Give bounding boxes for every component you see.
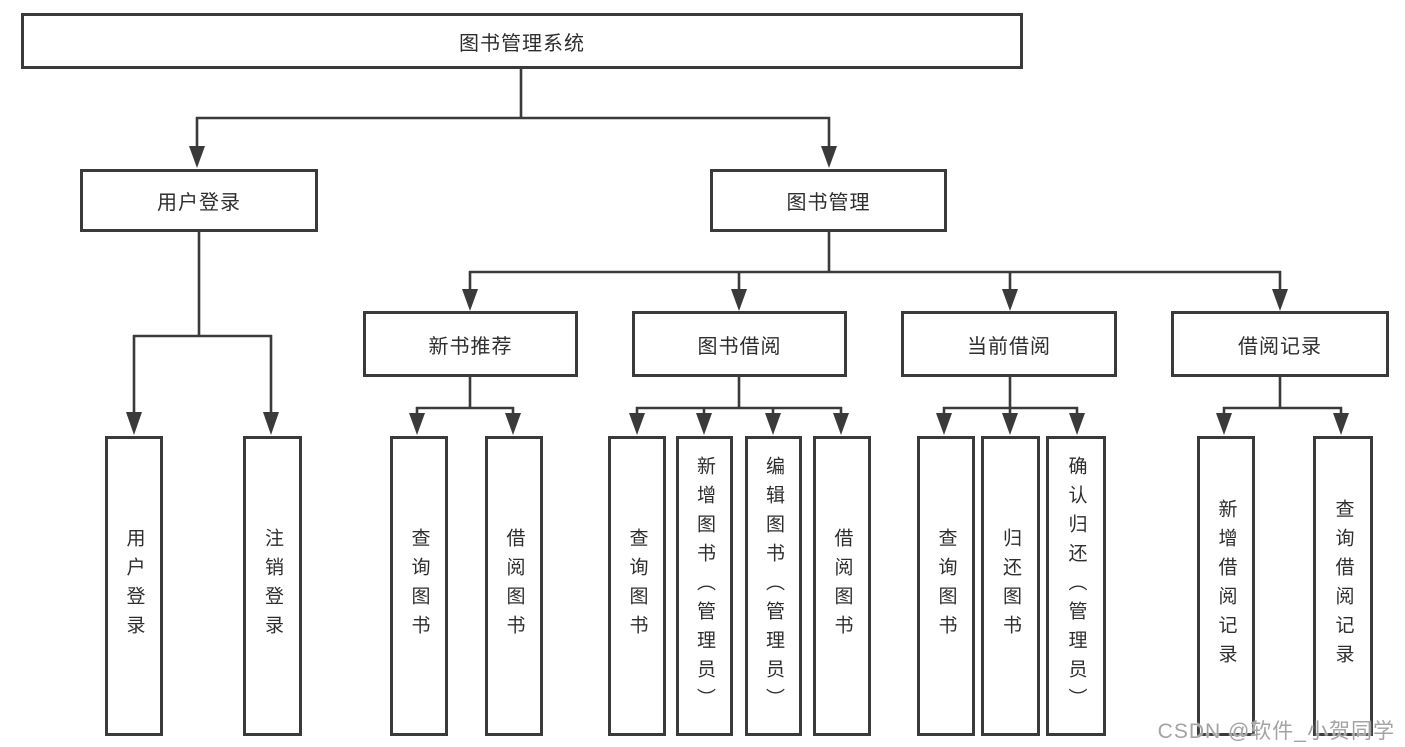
node-label: 查询图书 <box>408 528 430 644</box>
arrowhead <box>821 146 837 168</box>
leaf-bb-query-books: 查询图书 <box>608 436 666 736</box>
node-label: 借阅图书 <box>503 528 525 644</box>
arrowhead <box>765 413 781 435</box>
node-book-borrowing: 图书借阅 <box>632 311 847 377</box>
arrowhead <box>1002 413 1018 435</box>
arrowhead <box>1216 413 1232 435</box>
node-borrow-records: 借阅记录 <box>1171 311 1389 377</box>
arrowhead <box>505 413 521 435</box>
arrowhead <box>1272 289 1288 311</box>
arrowhead <box>462 289 478 311</box>
arrowhead <box>126 412 142 435</box>
arrowhead <box>936 413 952 435</box>
arrowhead <box>629 413 645 435</box>
node-label: 新增借阅记录 <box>1215 499 1237 673</box>
arrowhead <box>409 413 425 435</box>
arrowhead <box>1333 413 1349 435</box>
node-label: 归还图书 <box>1000 528 1021 644</box>
node-label: 借阅图书 <box>831 528 853 644</box>
node-label: 编辑图书（管理员） <box>763 455 784 717</box>
leaf-bb-add-books-admin: 新增图书（管理员） <box>676 436 733 736</box>
leaf-br-query-record: 查询借阅记录 <box>1313 436 1373 736</box>
arrowhead <box>833 413 849 435</box>
node-label: 查询图书 <box>626 528 648 644</box>
arrowhead <box>696 413 712 435</box>
leaf-user-login: 用户登录 <box>105 436 163 736</box>
node-label: 查询图书 <box>935 528 957 644</box>
node-current-borrowing: 当前借阅 <box>901 311 1117 377</box>
arrowhead <box>1069 413 1085 435</box>
node-label: 当前借阅 <box>967 335 1051 358</box>
node-new-book-recommend: 新书推荐 <box>363 311 578 377</box>
leaf-bb-edit-books-admin: 编辑图书（管理员） <box>745 436 802 736</box>
leaf-nb-borrow-books: 借阅图书 <box>485 436 543 736</box>
node-label: 借阅记录 <box>1238 335 1322 358</box>
node-label: 新书推荐 <box>428 335 513 358</box>
leaf-cb-confirm-return-admin: 确认归还（管理员） <box>1046 436 1106 736</box>
arrowhead <box>189 146 205 168</box>
node-label: 图书管理 <box>786 192 871 214</box>
node-label: 用户登录 <box>157 192 241 214</box>
leaf-cb-return-books: 归还图书 <box>981 436 1040 736</box>
leaf-bb-borrow-books: 借阅图书 <box>813 436 871 736</box>
node-label: 新增图书（管理员） <box>694 455 715 717</box>
leaf-cb-query-books: 查询图书 <box>917 436 975 736</box>
node-label: 图书借阅 <box>697 335 782 358</box>
leaf-nb-query-books: 查询图书 <box>390 436 448 736</box>
node-root-system: 图书管理系统 <box>21 13 1023 69</box>
node-label: 用户登录 <box>123 528 145 644</box>
node-label: 图书管理系统 <box>459 32 585 55</box>
arrowhead <box>731 289 747 311</box>
arrowhead <box>263 412 279 435</box>
node-label: 确认归还（管理员） <box>1065 455 1087 717</box>
node-label: 注销登录 <box>262 528 283 644</box>
node-book-management: 图书管理 <box>710 169 947 232</box>
node-label: 查询借阅记录 <box>1332 499 1354 673</box>
arrowhead <box>1002 289 1018 311</box>
leaf-logout: 注销登录 <box>243 436 302 736</box>
leaf-br-add-record: 新增借阅记录 <box>1197 436 1255 736</box>
node-user-login-module: 用户登录 <box>80 169 318 232</box>
